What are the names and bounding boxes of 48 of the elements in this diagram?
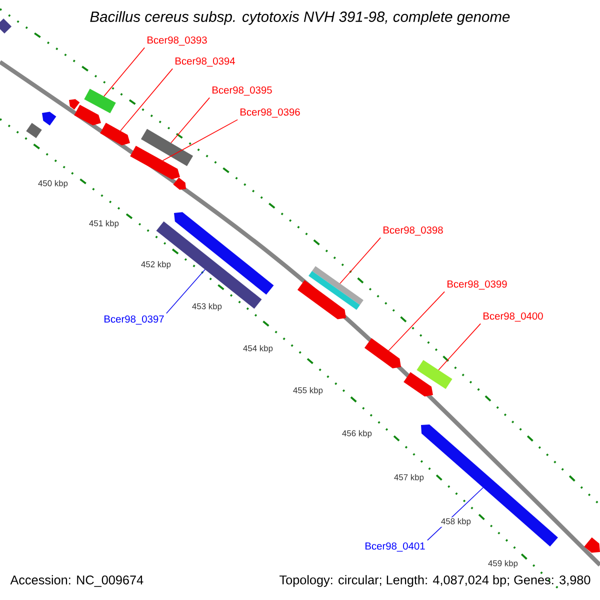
leader-line xyxy=(162,119,238,161)
scale-label: 457 kbp xyxy=(393,473,425,483)
gene-bar xyxy=(364,338,401,368)
scale-label: 450 kbp xyxy=(37,179,69,189)
leader-line xyxy=(120,68,173,132)
gene-bar xyxy=(584,537,600,553)
title: Bacillus cereus subsp. cytotoxis NVH 391-98, complete genome xyxy=(90,11,510,25)
gene-bar xyxy=(42,112,56,126)
genome-summary: Topology: circular; Length: 4,087,024 bp; Genes: 3,980 xyxy=(280,575,590,587)
gene-label: Bcer98_0397 xyxy=(104,315,164,325)
gene-bar xyxy=(156,221,262,309)
scale-label: 452 kbp xyxy=(140,260,172,270)
leader-line xyxy=(388,291,445,352)
leader-line xyxy=(166,269,206,314)
gene-bar xyxy=(74,104,101,126)
scale-label: 455 kbp xyxy=(292,386,324,396)
gene-bar xyxy=(130,146,180,180)
gene-bar xyxy=(69,99,80,110)
gene-bar xyxy=(173,178,186,190)
gene-label: Bcer98_0398 xyxy=(384,226,443,236)
scale-label: 454 kbp xyxy=(242,344,274,354)
gene-bar xyxy=(416,360,452,390)
gene-bar xyxy=(404,372,433,397)
gene-bar xyxy=(0,18,12,34)
leader-line xyxy=(438,323,481,370)
gene-label: Bcer98_0395 xyxy=(212,86,272,96)
gene-bar xyxy=(140,128,194,166)
gene-label: Bcer98_0400 xyxy=(484,312,543,322)
gene-label: Bcer98_0396 xyxy=(240,108,300,118)
gene-bar xyxy=(26,122,42,138)
gene-label: Bcer98_0399 xyxy=(448,280,507,290)
gene-bar xyxy=(100,122,130,146)
gene-bar xyxy=(174,212,274,295)
gene-bar xyxy=(297,280,346,320)
gene-bar xyxy=(308,266,364,310)
scale-label: 456 kbp xyxy=(341,429,373,439)
leader-line xyxy=(104,47,145,97)
gene-label: Bcer98_0394 xyxy=(176,57,235,67)
gene-label: Bcer98_0401 xyxy=(366,542,425,552)
scale-label: 453 kbp xyxy=(191,302,223,312)
gene-label: Bcer98_0393 xyxy=(148,36,207,46)
scale-label: 458 kbp xyxy=(440,517,472,527)
gene-bar xyxy=(84,88,116,114)
accession-text: Accession: NC_009674 xyxy=(10,575,144,587)
scale-label: 459 kbp xyxy=(487,559,519,569)
scale-label: 451 kbp xyxy=(88,219,120,229)
leader-line xyxy=(340,237,381,284)
leader-line xyxy=(170,97,210,144)
